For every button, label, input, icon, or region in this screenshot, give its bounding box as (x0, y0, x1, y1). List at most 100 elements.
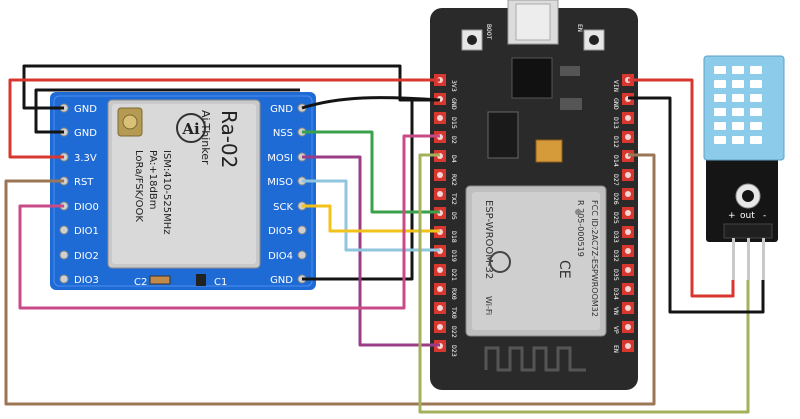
lora-right-label: DIO5 (268, 226, 293, 237)
dht-header (723, 223, 773, 239)
lora-model-group: Ra-02 Ai-Thinker (199, 110, 241, 168)
cap-label-c2: C2 (134, 277, 147, 288)
esp32-right-label: D32 (612, 250, 620, 262)
esp32-left-label: TX0 (450, 307, 458, 319)
lora-right-label: MISO (267, 177, 293, 188)
lora-board-outline (53, 95, 313, 287)
lora-pad-dio1 (59, 225, 69, 235)
en-button-cap (589, 35, 599, 45)
dht-pin-plus (732, 238, 735, 280)
wire-black-gnd-right[interactable] (301, 96, 441, 110)
esp32-right-pad-hole (625, 324, 631, 330)
lora-spec-line: ISM:410-525MHz (161, 150, 172, 234)
dht-pin-out (747, 238, 750, 280)
esp32-right-label: D13 (612, 117, 620, 129)
dht-vent (732, 136, 744, 144)
lora-left-label: DIO0 (74, 202, 99, 213)
esp32-right-pad-hole (625, 286, 631, 292)
esp32-right-labels: VIN GND D13 D12 D14 D27 D26 D25 D33 D32 … (612, 80, 620, 353)
wire-brown-rst[interactable] (4, 153, 656, 406)
esp32-right-label: VIN (612, 80, 620, 92)
esp32-left-label: D19 (450, 250, 458, 262)
lora-left-label: DIO1 (74, 226, 99, 237)
esp32-left-label: D21 (450, 269, 458, 281)
module-dot (575, 209, 581, 215)
esp32-left-label: D18 (450, 231, 458, 243)
dht-vent (750, 94, 762, 102)
lora-spec-group: ISM:410-525MHz PA:+18dBm LoRa/FSK/OOK (133, 150, 172, 234)
capacitor-c2 (149, 275, 171, 285)
usb-inner (515, 3, 551, 41)
wire-black-gnd-lora[interactable] (34, 88, 300, 134)
esp32-right-label: D34 (612, 288, 620, 300)
wire-lightblue-miso[interactable] (302, 179, 440, 252)
wire-yellow-sck[interactable] (302, 204, 440, 233)
wroom-text-group: FCC ID:2AC7Z-ESPWROOM32 R 205-000519 CE … (483, 200, 599, 317)
wire-pink-dio0[interactable] (18, 134, 440, 310)
usb-uart-chip (511, 57, 553, 99)
lora-maker: Ai-Thinker (199, 110, 212, 165)
esp32-left-pad-hole (437, 286, 443, 292)
lora-left-label: GND (74, 128, 97, 139)
esp32-right-pad-hole (625, 248, 631, 254)
lora-pad-dio4 (297, 250, 307, 260)
esp32-right-label: D25 (612, 212, 620, 224)
dht-vent (732, 94, 744, 102)
dht-label-out: out (740, 211, 755, 221)
esp32-board: BOOT EN FCC ID:2AC7Z-ESPWROOM32 R 205-00… (430, 0, 638, 390)
wroom-fcc: FCC ID:2AC7Z-ESPWROOM32 (590, 200, 599, 317)
esp32-left-label: D5 (450, 212, 458, 220)
lora-left-label: 3.3V (74, 153, 97, 164)
esp32-right-label: D12 (612, 136, 620, 148)
esp32-left-label: RX2 (450, 174, 458, 186)
lora-model: Ra-02 (217, 110, 241, 168)
wire-green-nss[interactable] (302, 130, 440, 214)
wire-black-gnd-bottom[interactable] (302, 100, 414, 281)
lora-right-labels: GND NSS MOSI MISO SCK DIO5 DIO4 GND (267, 104, 293, 286)
dht-sensor-module: + out - (703, 55, 785, 280)
esp32-right-label: D33 (612, 231, 620, 243)
esp32-right-pad-hole (625, 191, 631, 197)
dht-vent (750, 66, 762, 74)
esp32-right-pad-hole (625, 115, 631, 121)
esp32-left-pad-hole (437, 191, 443, 197)
boot-label: BOOT (485, 24, 493, 40)
lora-module: GND GND 3.3V RST DIO0 DIO1 DIO2 DIO3 GND… (50, 92, 316, 290)
esp32-left-label: D4 (450, 155, 458, 163)
wire-red-3v3[interactable] (8, 78, 440, 159)
dht-mount-hole-inner (742, 190, 754, 202)
esp32-left-label: D23 (450, 345, 458, 357)
wire-black-dht-gnd[interactable] (628, 96, 765, 314)
esp32-right-label: D14 (612, 155, 620, 167)
esp32-left-label: RX0 (450, 288, 458, 300)
lora-pad-dio2 (59, 250, 69, 260)
lora-right-label: MOSI (267, 153, 293, 164)
esp32-left-label: GND (450, 98, 458, 110)
esp32-left-pad-hole (437, 115, 443, 121)
esp32-right-label: GND (612, 98, 620, 110)
lora-left-label: GND (74, 104, 97, 115)
dht-vent (732, 66, 744, 74)
wroom-name: ESP-WROOM-32 (483, 200, 494, 279)
wroom-cert: R 205-000519 (576, 200, 585, 257)
wire-olive-dht-out[interactable] (418, 153, 750, 414)
esp32-left-pad-hole (437, 305, 443, 311)
wire-red-dht-vcc[interactable] (628, 78, 735, 298)
esp32-left-label: D22 (450, 326, 458, 338)
esp32-right-label: D27 (612, 174, 620, 186)
dht-vent (750, 80, 762, 88)
en-label: EN (576, 24, 584, 32)
wires (4, 64, 765, 414)
wroom-shield (472, 192, 600, 330)
dht-vent (732, 108, 744, 116)
smd-part (560, 98, 582, 110)
espressif-logo-icon (489, 251, 511, 273)
esp32-left-pad-hole (437, 172, 443, 178)
esp32-left-label: D2 (450, 136, 458, 144)
dht-vent (714, 136, 726, 144)
esp32-right-label: D35 (612, 269, 620, 281)
wire-black-gnd-loop[interactable] (22, 64, 440, 110)
dht-vent (732, 122, 744, 130)
lora-shield-inner (112, 104, 256, 264)
